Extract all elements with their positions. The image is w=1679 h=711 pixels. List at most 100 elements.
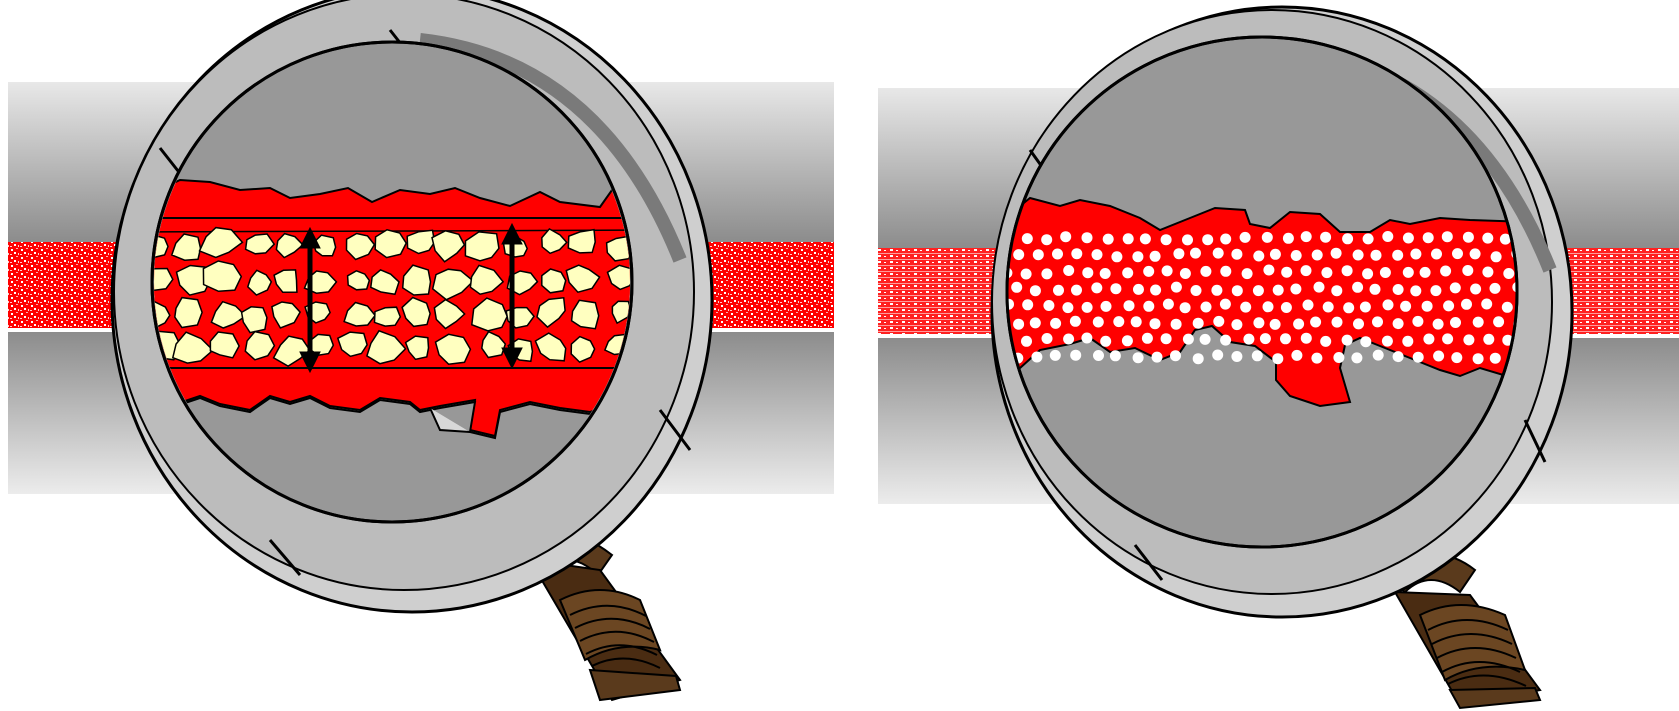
white-dot (1440, 266, 1451, 277)
white-dot (1103, 234, 1114, 245)
white-dot (1180, 268, 1191, 279)
white-dot (1191, 285, 1202, 296)
white-dot (1143, 301, 1154, 312)
white-dot (1240, 302, 1251, 313)
white-dot (1410, 285, 1421, 296)
white-dot (1070, 350, 1081, 361)
white-dot (1273, 285, 1284, 296)
white-dot (1314, 282, 1325, 293)
white-dot (1380, 267, 1391, 278)
white-dot (1140, 233, 1151, 244)
white-dot (1403, 233, 1414, 244)
white-dot (1143, 266, 1154, 277)
white-dot (1150, 318, 1161, 329)
white-dot (1372, 316, 1383, 327)
white-dot (1111, 251, 1122, 262)
white-dot (1150, 285, 1161, 296)
white-dot (1041, 234, 1052, 245)
white-dot (1332, 317, 1343, 328)
white-dot (1122, 335, 1133, 346)
white-dot (1263, 265, 1274, 276)
white-dot (1433, 319, 1444, 330)
white-dot (1491, 251, 1502, 262)
white-dot (1060, 231, 1071, 242)
white-dot (1291, 350, 1302, 361)
white-dot (1442, 333, 1453, 344)
white-dot (1323, 302, 1334, 313)
white-dot (1293, 319, 1304, 330)
white-dot (1363, 233, 1374, 244)
white-dot (1123, 233, 1134, 244)
white-dot (1400, 301, 1411, 312)
white-dot (1281, 267, 1292, 278)
white-dot (1213, 316, 1224, 327)
white-dot (1193, 318, 1204, 329)
white-dot (1283, 233, 1294, 244)
white-dot (1113, 316, 1124, 327)
white-dot (1021, 269, 1032, 280)
white-dot (1081, 333, 1092, 344)
white-dot (1071, 285, 1082, 296)
white-dot (1443, 300, 1454, 311)
white-dot (1122, 267, 1133, 278)
white-dot (1231, 249, 1242, 260)
white-dot (1124, 300, 1135, 311)
white-dot (1193, 353, 1204, 364)
white-dot (1393, 318, 1404, 329)
white-dot (1050, 318, 1061, 329)
white-dot (1011, 282, 1022, 293)
white-dot (1022, 233, 1033, 244)
white-dot (1171, 319, 1182, 330)
white-dot (1290, 284, 1301, 295)
white-dot (1231, 319, 1242, 330)
white-dot (1082, 232, 1093, 243)
white-dot (1483, 334, 1494, 345)
white-dot (1170, 350, 1181, 361)
white-dot (1490, 353, 1501, 364)
white-dot (1050, 350, 1061, 361)
white-dot (1502, 302, 1513, 313)
white-dot (1331, 285, 1342, 296)
white-dot (1280, 333, 1291, 344)
white-dot (1430, 285, 1441, 296)
panel-dots (878, 7, 1679, 708)
white-dot (1272, 353, 1283, 364)
white-dot (1352, 282, 1363, 293)
white-dot (1063, 334, 1074, 345)
white-dot (1331, 248, 1342, 259)
white-dot (1342, 335, 1353, 346)
white-dot (1182, 234, 1193, 245)
white-dot (1451, 352, 1462, 363)
white-dot (1133, 284, 1144, 295)
white-dot (1173, 248, 1184, 259)
white-dot (1383, 299, 1394, 310)
panel-plaque (8, 0, 834, 700)
white-dot (1301, 231, 1312, 242)
white-dot (1231, 351, 1242, 362)
white-dot (1091, 282, 1102, 293)
white-dot (1152, 352, 1163, 363)
white-dot (1212, 350, 1223, 361)
white-dot (1461, 299, 1472, 310)
white-dot (1133, 352, 1144, 363)
white-dot (1462, 265, 1473, 276)
white-dot (1100, 336, 1111, 347)
white-dot (1082, 267, 1093, 278)
white-dot (1482, 233, 1493, 244)
white-dot (1301, 333, 1312, 344)
white-dot (1211, 285, 1222, 296)
white-dot (1470, 284, 1481, 295)
white-dot (1410, 249, 1421, 260)
white-dot (1093, 317, 1104, 328)
white-dot (1142, 333, 1153, 344)
white-dot (1033, 249, 1044, 260)
white-dot (1093, 350, 1104, 361)
white-dot (1412, 316, 1423, 327)
white-dot (1242, 268, 1253, 279)
white-dot (1342, 233, 1353, 244)
white-dot (1200, 334, 1211, 345)
white-dot (1320, 336, 1331, 347)
white-dot (1423, 334, 1434, 345)
white-dot (1220, 299, 1231, 310)
white-dot (1163, 299, 1174, 310)
